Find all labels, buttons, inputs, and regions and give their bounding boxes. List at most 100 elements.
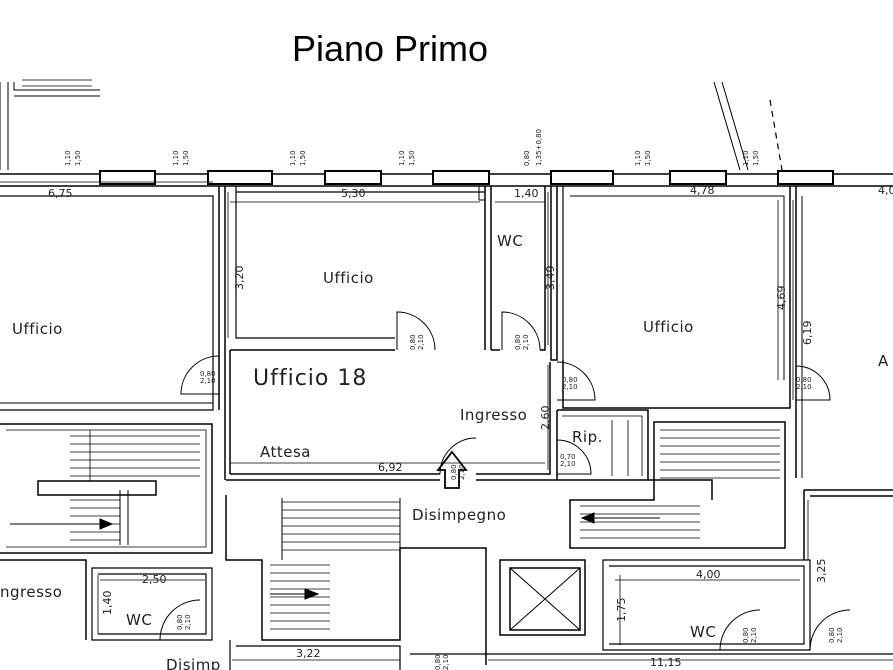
- stair-right-treads: [580, 429, 780, 539]
- dim-2-50: 2,50: [142, 573, 167, 586]
- plan-title: Piano Primo: [291, 28, 489, 69]
- dim-3-49: 3,49: [544, 266, 557, 291]
- door-1-height: 2,10: [200, 377, 216, 385]
- ufficio-center-room: [235, 186, 485, 339]
- door-swing-9: [719, 609, 761, 651]
- room-label-ufficio-right: Ufficio: [643, 318, 694, 336]
- dimension-lines: [0, 181, 893, 661]
- door-11-width: 0,80: [434, 654, 442, 670]
- room-label-ufficio-center: Ufficio: [323, 269, 374, 287]
- door-swing-1: [180, 355, 220, 395]
- stair-center-treads: [270, 501, 400, 630]
- door-3-height: 2,10: [522, 334, 530, 350]
- stair-center-outline: [225, 495, 487, 665]
- door-10-height: 2,10: [836, 627, 844, 643]
- wall-stub: [478, 186, 485, 201]
- window-2-height: 1,50: [182, 150, 190, 166]
- door-6-width: 0,70: [560, 453, 576, 461]
- door-8-width: 0,80: [176, 614, 184, 630]
- door-5-width: 0,80: [796, 376, 812, 384]
- door-1-width: 0,80: [200, 370, 216, 378]
- door-swing-5: [795, 365, 831, 401]
- dim-3-25: 3,25: [815, 559, 828, 584]
- right-edge-dashed: [769, 99, 783, 171]
- door-7-width: 0,80: [450, 464, 458, 480]
- window-6-height: 1,50: [644, 150, 652, 166]
- window-6: [669, 170, 727, 185]
- window-4-height: 1,50: [408, 150, 416, 166]
- door-7-height: 2,10: [458, 464, 466, 480]
- stair-left-landing: [37, 480, 157, 496]
- room-label-wc-lower-left: WC: [126, 611, 152, 629]
- door-swing-4: [556, 361, 596, 401]
- dim-1-40: 1,40: [514, 187, 539, 200]
- elevator-shaft: [499, 559, 586, 636]
- wall-ufficio18-left: [224, 345, 231, 480]
- window-3: [324, 170, 382, 185]
- dim-6-92: 6,92: [378, 461, 403, 474]
- door-swing-8: [159, 599, 201, 641]
- right-lower-wall: [803, 489, 893, 560]
- window-6-width: 1,10: [634, 150, 642, 166]
- door-9-width: 0,80: [742, 627, 750, 643]
- window-2-width: 1,10: [172, 150, 180, 166]
- wall-left-office: [218, 186, 226, 410]
- window-5-height: 1,35+0,80: [535, 129, 543, 166]
- dim-3-22: 3,22: [296, 647, 321, 660]
- wall-wc-left: [484, 186, 500, 351]
- stair-left-arrow: [99, 518, 114, 530]
- dim-5-30: 5,30: [341, 187, 366, 200]
- stair-center-arrow: [304, 588, 320, 600]
- door-4-width: 0,80: [562, 376, 578, 384]
- wall-ufficio-right-inner: [570, 195, 803, 478]
- window-5-width: 0,80: [523, 150, 531, 166]
- dim-4-69: 4,69: [775, 286, 788, 311]
- wall-ufficio-right: [562, 186, 797, 478]
- room-label-disimpegno: Disimpegno: [412, 506, 506, 524]
- stair-right-arrow: [580, 512, 595, 524]
- window-1-width: 1,10: [64, 150, 72, 166]
- corner-fragment-2: [22, 79, 92, 87]
- window-4-width: 1,10: [398, 150, 406, 166]
- dim-6-75: 6,75: [48, 187, 73, 200]
- attesa-bottom-wall: [230, 362, 551, 475]
- window-7: [777, 170, 834, 185]
- door-swing-10: [809, 609, 851, 651]
- dim-1-75: 1,75: [615, 598, 628, 623]
- door-9-height: 2,10: [750, 627, 758, 643]
- door-2-width: 0,80: [409, 334, 417, 350]
- ufficio-left-room: [0, 195, 214, 411]
- window-1: [99, 170, 156, 185]
- stair-left-block: [0, 423, 213, 554]
- dim-4-00: 4,00: [696, 568, 721, 581]
- door-swings: [159, 311, 851, 651]
- room-label-ufficio-edge: A: [878, 352, 889, 370]
- right-edge-wall: [713, 81, 749, 171]
- door-swing-6: [556, 439, 592, 475]
- ingresso-lower-wall: [0, 559, 87, 640]
- stair-right-block: [569, 421, 786, 549]
- rip-shelving: [562, 415, 643, 476]
- door-8-height: 2,10: [184, 614, 192, 630]
- room-label-wc-top: WC: [497, 232, 523, 250]
- door-2-height: 2,10: [417, 334, 425, 350]
- door-5-height: 2,10: [796, 383, 812, 391]
- room-label-wc-lower-right: WC: [690, 623, 716, 641]
- room-label-rip: Rip.: [572, 428, 603, 446]
- door-swing-2: [396, 311, 436, 351]
- window-7-width: 1,10: [742, 150, 750, 166]
- stair-treads: [70, 429, 780, 630]
- room-label-disimpegno-lower: Disimp: [166, 656, 221, 670]
- door-swing-7: [439, 437, 477, 475]
- window-4: [432, 170, 490, 185]
- window-3-height: 1,50: [299, 150, 307, 166]
- door-10-width: 0,80: [828, 627, 836, 643]
- dim-4-78: 4,78: [690, 184, 715, 197]
- stair-left-treads: [70, 430, 200, 541]
- wall-wc-right: [540, 186, 558, 361]
- dim-2-60: 2,60: [539, 406, 552, 431]
- stair-left-rail: [119, 490, 129, 545]
- entry-arrow-icon: [436, 450, 468, 489]
- window-7-height: 1,50: [752, 150, 760, 166]
